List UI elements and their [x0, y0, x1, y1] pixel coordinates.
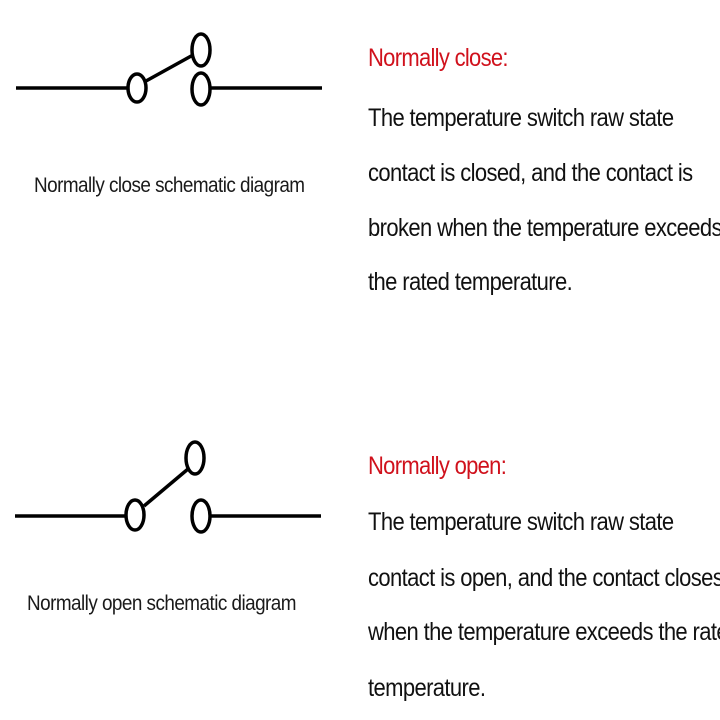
description-line: contact is closed, and the contact is [368, 159, 693, 187]
description-line: when the temperature exceeds the rated [368, 618, 720, 646]
normally-open-heading: Normally open: [368, 452, 507, 480]
normally-open-caption: Normally open schematic diagram [27, 592, 297, 615]
description-line: The temperature switch raw state [368, 508, 674, 536]
description-line: broken when the temperature exceeds [368, 214, 720, 242]
description-line: contact is open, and the contact closes [368, 564, 720, 592]
description-line: the rated temperature. [368, 268, 573, 296]
normally-closed-heading: Normally close: [368, 44, 509, 72]
normally-closed-switch-icon [16, 32, 322, 107]
normally-closed-diagram: Normally close schematic diagram [0, 0, 340, 220]
normally-open-switch-icon [15, 440, 321, 534]
normally-closed-description: Normally close: The temperature switch r… [368, 44, 720, 304]
normally-closed-caption: Normally close schematic diagram [34, 174, 305, 197]
description-line: temperature. [368, 674, 486, 702]
normally-open-description: Normally open: The temperature switch ra… [368, 452, 720, 712]
normally-open-diagram: Normally open schematic diagram [0, 420, 340, 640]
description-line: The temperature switch raw state [368, 104, 674, 132]
